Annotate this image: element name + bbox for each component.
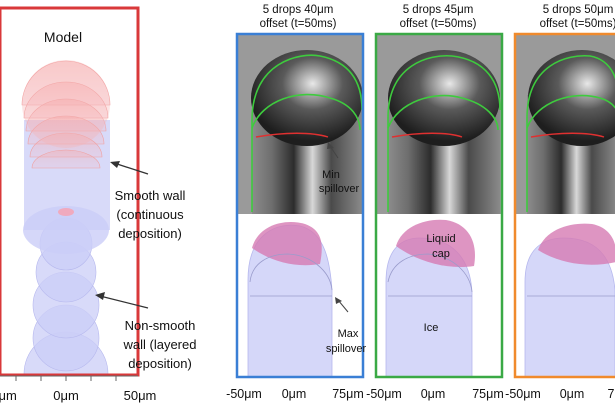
model-frame <box>0 6 140 377</box>
nonsmooth-wall-arrowhead <box>95 292 105 300</box>
panel-40um: 5 drops 40μm offset (t=50ms) Min spillov… <box>226 4 366 401</box>
panel-40um-tick-right: 75μm <box>332 387 364 401</box>
model-tick-right: 50μm <box>124 388 157 403</box>
smooth-wall-label-3: deposition) <box>118 226 182 241</box>
panel-40um-tick-center: 0μm <box>282 387 307 401</box>
panel-50um-header-2: offset (t=50ms) <box>540 18 615 30</box>
panel-50um-frame <box>513 32 615 379</box>
panel-40um-header-2: offset (t=50ms) <box>260 18 337 30</box>
ice-label: Ice <box>424 322 439 334</box>
model-x-axis: 0μm 0μm 50μm <box>0 375 157 403</box>
nonsmooth-wall-arrow <box>99 295 149 309</box>
max-spillover-label-1: Max <box>338 328 359 340</box>
model-panel: Model Smooth wall (continuous deposition… <box>0 6 197 403</box>
smooth-wall-arrowhead <box>110 161 120 168</box>
panel-45um-x-axis: -50μm 0μm 75μm <box>366 387 504 401</box>
panel-45um-header-1: 5 drops 45μm <box>403 4 474 16</box>
liquid-cap-label-1: Liquid <box>426 233 455 245</box>
panel-50um-header-1: 5 drops 50μm <box>543 4 614 16</box>
panel-50um-x-axis: -50μm 0μm 7 <box>505 387 614 401</box>
panel-50um: 5 drops 50μm offset (t=50ms) -50μm 0μm 7 <box>505 4 615 401</box>
panel-45um-tick-left: -50μm <box>366 387 402 401</box>
nonsmooth-wall-label-1: Non-smooth <box>125 318 196 333</box>
nonsmooth-wall-label-2: wall (layered <box>123 337 197 352</box>
panel-50um-tick-center: 0μm <box>560 387 585 401</box>
nonsmooth-wall-label-3: deposition) <box>128 356 192 371</box>
panel-45um-tick-center: 0μm <box>421 387 446 401</box>
smooth-wall-label-1: Smooth wall <box>115 188 186 203</box>
smooth-wall-label-2: (continuous <box>116 207 184 222</box>
min-spillover-label-1: Min <box>322 169 340 181</box>
model-tick-left: 0μm <box>0 388 17 403</box>
panel-40um-x-axis: -50μm 0μm 75μm <box>226 387 364 401</box>
smooth-wall-arrow <box>113 162 149 175</box>
panel-45um-frame <box>374 32 504 379</box>
panel-40um-frame <box>235 32 365 379</box>
model-deposition-illustration <box>21 60 111 376</box>
panel-45um-header-2: offset (t=50ms) <box>400 18 477 30</box>
max-spillover-label-2: spillover <box>326 343 367 355</box>
model-tick-center: 0μm <box>53 388 79 403</box>
min-spillover-label-2: spillover <box>319 183 360 195</box>
panel-45um: 5 drops 45μm offset (t=50ms) Liquid cap … <box>366 4 504 401</box>
panel-45um-tick-right: 75μm <box>472 387 504 401</box>
panel-50um-tick-right: 7 <box>608 387 615 401</box>
liquid-cap-label-2: cap <box>432 248 450 260</box>
panel-50um-tick-left: -50μm <box>505 387 541 401</box>
panel-40um-tick-left: -50μm <box>226 387 262 401</box>
panel-40um-header-1: 5 drops 40μm <box>263 4 334 16</box>
model-title: Model <box>44 29 82 45</box>
